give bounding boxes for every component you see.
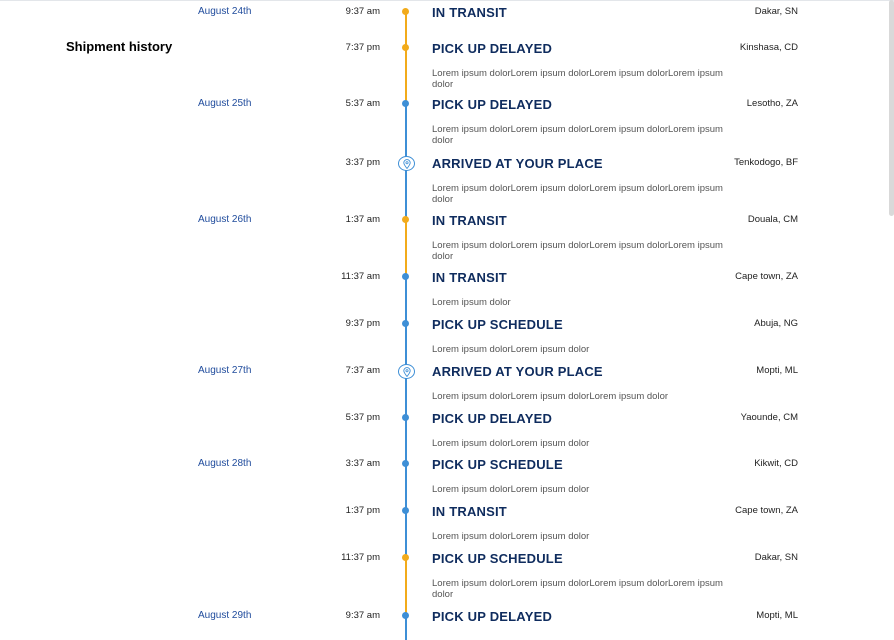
event-location: Mopti, ML <box>756 365 798 376</box>
event-location: Kikwit, CD <box>754 458 798 469</box>
timeline-connector <box>405 418 407 464</box>
event-time: 1:37 am <box>345 214 380 225</box>
timeline-connector <box>405 464 407 511</box>
event-date: August 24th <box>198 6 252 17</box>
timeline-dot-orange <box>402 44 409 51</box>
event-time: 9:37 am <box>345 610 380 621</box>
event-time: 11:37 pm <box>341 552 380 563</box>
event-location: Mopti, ML <box>756 610 798 621</box>
event-date: August 29th <box>198 610 252 621</box>
event-description: Lorem ipsum dolorLorem ipsum dolor <box>432 344 590 355</box>
timeline-connector <box>405 220 407 277</box>
event-location: Dakar, SN <box>754 552 798 563</box>
timeline-dot-blue <box>402 320 409 327</box>
event-description: Lorem ipsum dolorLorem ipsum dolorLorem … <box>432 183 723 205</box>
event-time: 11:37 am <box>341 271 380 282</box>
event-time: 5:37 pm <box>345 412 380 423</box>
event-location: Dakar, SN <box>754 6 798 17</box>
event-date: August 26th <box>198 214 252 225</box>
event-location: Cape town, ZA <box>735 271 798 282</box>
event-description: Lorem ipsum dolor <box>432 297 511 308</box>
event-status: PICK UP SCHEDULE <box>432 551 563 566</box>
timeline-dot-blue <box>402 273 409 280</box>
event-time: 9:37 pm <box>345 318 380 329</box>
event-location: Yaounde, CM <box>740 412 798 423</box>
event-location: Tenkodogo, BF <box>734 157 798 168</box>
scrollbar[interactable] <box>889 0 894 216</box>
timeline-dot-blue <box>402 507 409 514</box>
timeline-dot-blue <box>402 100 409 107</box>
event-description: Lorem ipsum dolorLorem ipsum dolor <box>432 484 590 495</box>
timeline-connector <box>405 12 407 48</box>
event-time: 1:37 pm <box>345 505 380 516</box>
timeline-dot-blue <box>402 460 409 467</box>
timeline-dot-orange <box>402 8 409 15</box>
timeline-connector <box>405 511 407 558</box>
event-location: Cape town, ZA <box>735 505 798 516</box>
event-description: Lorem ipsum dolorLorem ipsum dolorLorem … <box>432 124 723 146</box>
event-status: IN TRANSIT <box>432 270 507 285</box>
event-description: Lorem ipsum dolorLorem ipsum dolor <box>432 438 590 449</box>
event-location: Lesotho, ZA <box>746 98 798 109</box>
timeline-connector <box>405 104 407 163</box>
timeline-connector <box>405 616 407 640</box>
event-status: ARRIVED AT YOUR PLACE <box>432 156 603 171</box>
event-date: August 25th <box>198 98 252 109</box>
event-status: IN TRANSIT <box>432 5 507 20</box>
event-location: Douala, CM <box>747 214 798 225</box>
timeline-connector <box>405 163 407 220</box>
timeline-dot-orange <box>402 216 409 223</box>
event-status: PICK UP SCHEDULE <box>432 457 563 472</box>
event-time: 9:37 am <box>345 6 380 17</box>
timeline-dot-blue <box>402 414 409 421</box>
event-status: PICK UP DELAYED <box>432 609 553 624</box>
timeline-connector <box>405 48 407 104</box>
section-title: Shipment history <box>66 39 173 54</box>
event-time: 7:37 am <box>345 365 380 376</box>
event-status: PICK UP DELAYED <box>432 411 553 426</box>
event-status: PICK UP DELAYED <box>432 41 553 56</box>
location-pin-icon <box>398 156 415 171</box>
event-description: Lorem ipsum dolorLorem ipsum dolorLorem … <box>432 240 723 262</box>
event-description: Lorem ipsum dolorLorem ipsum dolor <box>432 531 590 542</box>
timeline-connector <box>405 558 407 616</box>
event-status: IN TRANSIT <box>432 213 507 228</box>
event-status: PICK UP DELAYED <box>432 97 553 112</box>
top-divider <box>0 0 894 1</box>
timeline-dot-orange <box>402 554 409 561</box>
timeline-dot-blue <box>402 612 409 619</box>
event-time: 5:37 am <box>345 98 380 109</box>
location-pin-icon <box>398 364 415 379</box>
event-date: August 27th <box>198 365 252 376</box>
event-status: ARRIVED AT YOUR PLACE <box>432 364 603 379</box>
event-status: PICK UP SCHEDULE <box>432 317 563 332</box>
event-date: August 28th <box>198 458 252 469</box>
event-description: Lorem ipsum dolorLorem ipsum dolorLorem … <box>432 68 723 90</box>
event-description: Lorem ipsum dolorLorem ipsum dolorLorem … <box>432 391 669 402</box>
timeline-connector <box>405 324 407 371</box>
event-status: IN TRANSIT <box>432 504 507 519</box>
event-location: Kinshasa, CD <box>739 42 798 53</box>
event-location: Abuja, NG <box>754 318 798 329</box>
event-time: 3:37 pm <box>345 157 380 168</box>
event-time: 7:37 pm <box>345 42 380 53</box>
event-description: Lorem ipsum dolorLorem ipsum dolorLorem … <box>432 578 723 600</box>
timeline-connector <box>405 277 407 324</box>
timeline-connector <box>405 371 407 418</box>
event-time: 3:37 am <box>345 458 380 469</box>
